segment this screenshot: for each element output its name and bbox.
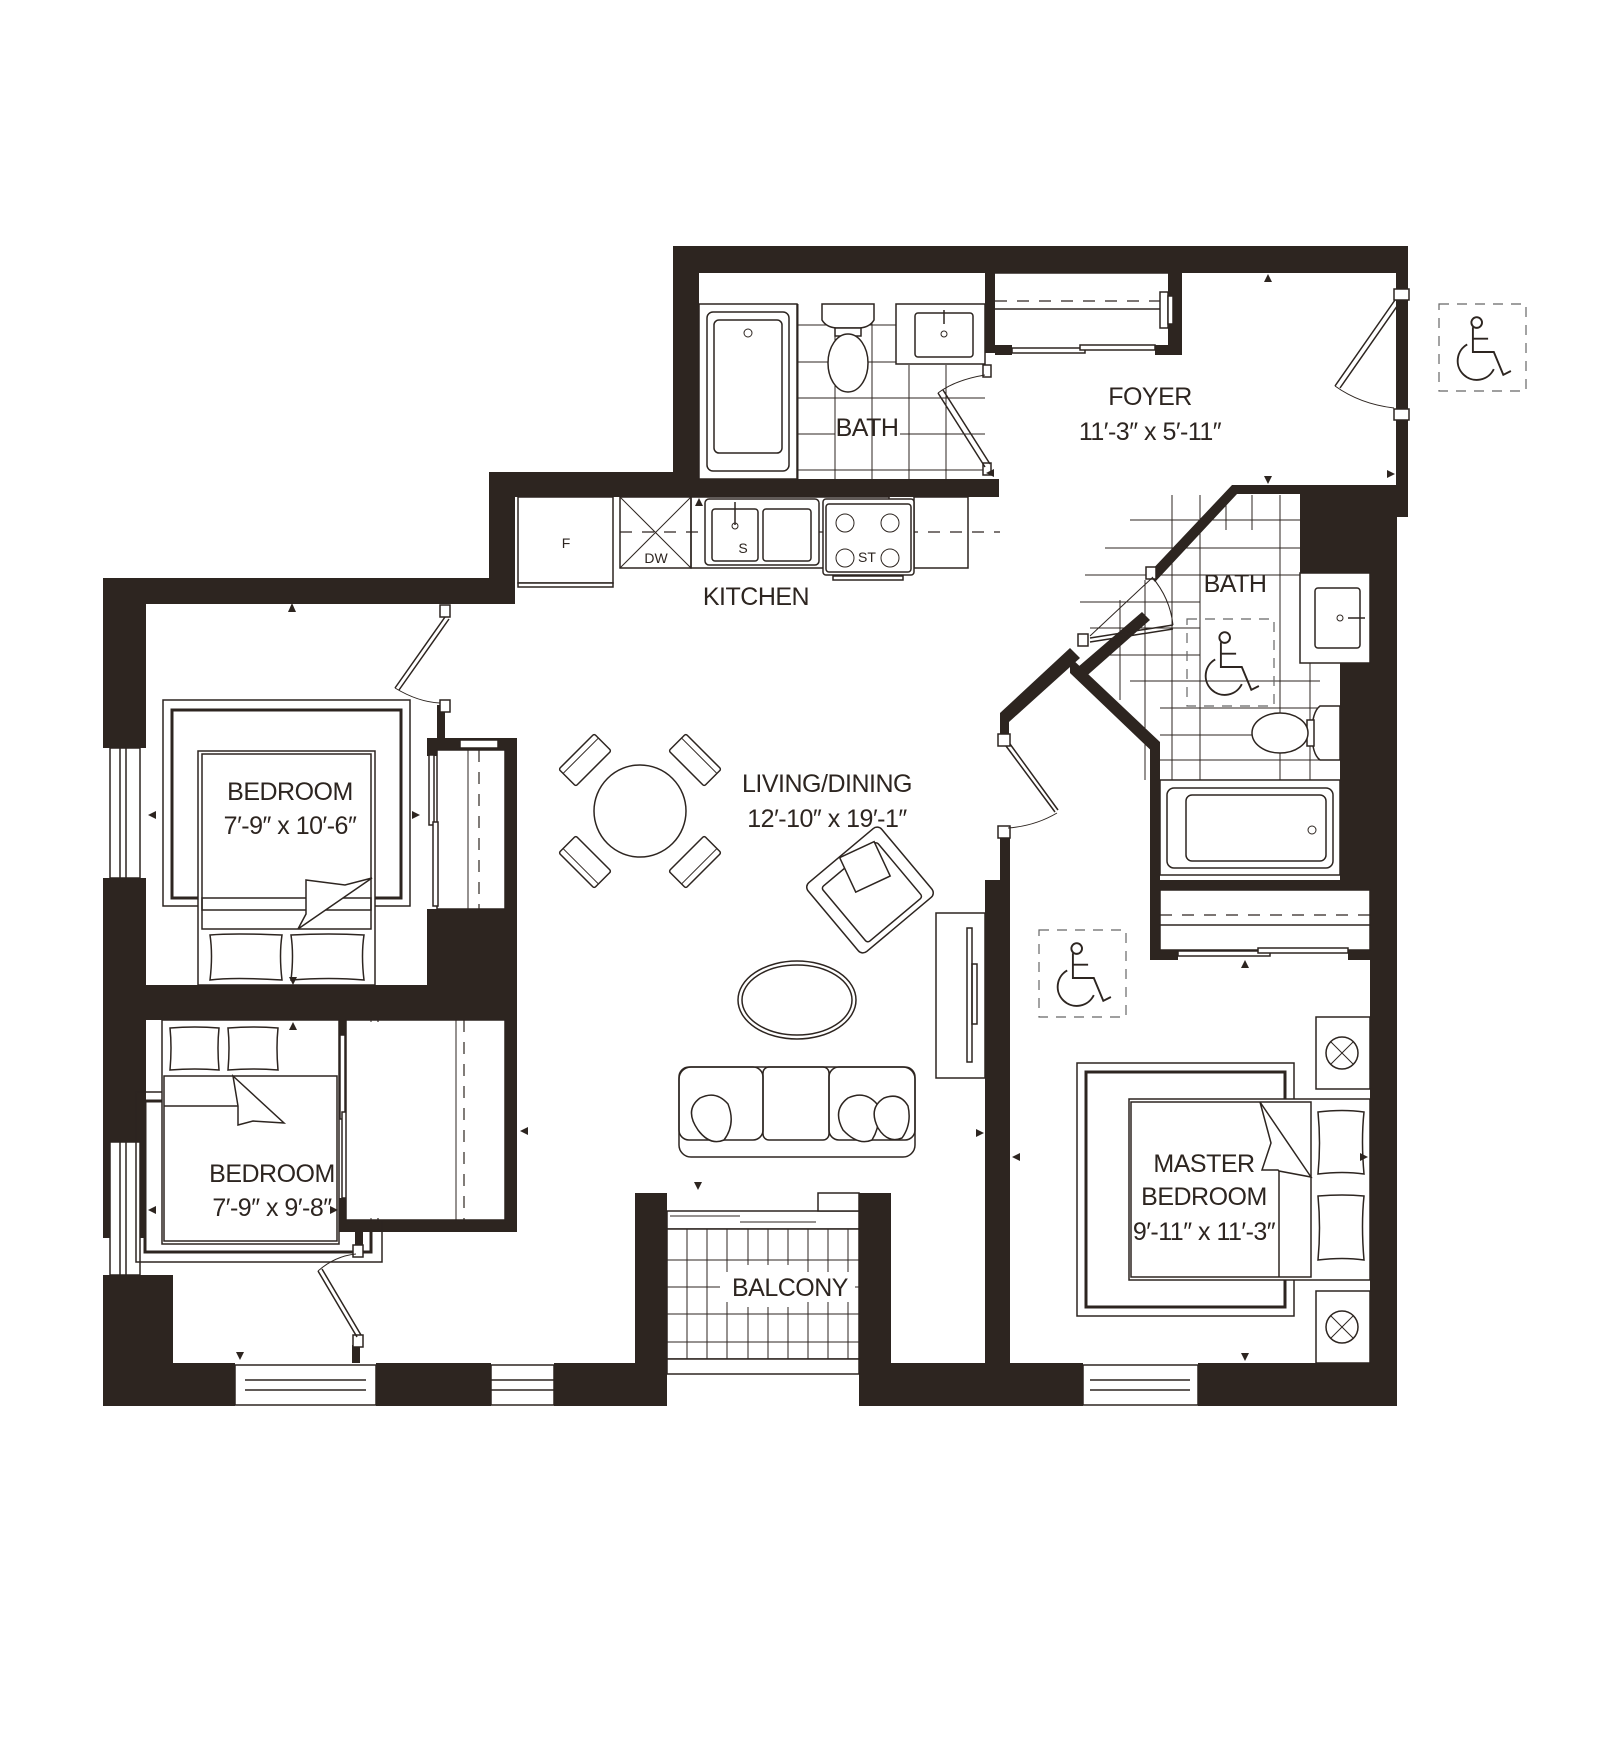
- bedroom2-closet: [339, 1019, 506, 1221]
- wheelchair-accessible-icon: [1038, 929, 1127, 1018]
- balcony-label: BALCONY: [732, 1274, 849, 1302]
- bath2-bathtub: [1159, 779, 1341, 876]
- walls: [103, 246, 1408, 1406]
- bath1-door[interactable]: [937, 364, 992, 476]
- bath2-vanity: [1299, 572, 1371, 664]
- bedroom2-label: BEDROOM: [209, 1160, 335, 1188]
- bedroom1-closet: [428, 739, 506, 910]
- kitchen-fridge: F: [517, 496, 614, 588]
- bath1-vanity: [895, 303, 986, 365]
- bath2-label: BATH: [1204, 570, 1267, 598]
- entry-door[interactable]: [1334, 288, 1410, 421]
- bedroom2-dimensions: 7′-9″ x 9′-8″: [212, 1194, 332, 1222]
- bedroom1-label: BEDROOM: [227, 778, 353, 806]
- toilet: [821, 303, 875, 393]
- master-label-line1: MASTER: [1153, 1150, 1254, 1178]
- master-bed: [1076, 1062, 1371, 1317]
- svg-text:F: F: [562, 535, 571, 551]
- master-label-line2: BEDROOM: [1141, 1183, 1267, 1211]
- bedroom1-bed: [162, 699, 411, 986]
- dining-table: [558, 733, 722, 889]
- bedroom1-door[interactable]: [394, 604, 451, 713]
- master-bedroom-door[interactable]: [997, 733, 1059, 839]
- master-closet: [1159, 889, 1371, 957]
- foyer-closet: [995, 272, 1174, 354]
- dimension-arrows: [148, 274, 1395, 1361]
- svg-text:DW: DW: [644, 550, 668, 566]
- bedroom2-bed: [135, 1019, 383, 1263]
- bath1-tiles: [797, 304, 985, 479]
- svg-text:ST: ST: [858, 549, 876, 565]
- armchair: [806, 826, 934, 954]
- bath2-toilet: [1251, 705, 1341, 761]
- master-nightstand: [1315, 1016, 1371, 1364]
- windows: [109, 747, 1199, 1406]
- coffee-table: [737, 960, 857, 1040]
- kitchen-label: KITCHEN: [703, 583, 809, 611]
- kitchen-stove: ST: [822, 498, 915, 581]
- bedroom1-dimensions: 7′-9″ x 10′-6″: [224, 812, 357, 840]
- bathtub: [698, 303, 798, 480]
- master-dimensions: 9′-11″ x 11′-3″: [1133, 1218, 1276, 1246]
- svg-text:S: S: [738, 540, 747, 556]
- sofa: [678, 1066, 916, 1158]
- living-dimensions: 12′-10″ x 19′-1″: [747, 805, 907, 833]
- tv-console: [935, 912, 986, 1079]
- foyer-dimensions: 11′-3″ x 5′-11″: [1079, 418, 1222, 446]
- living-label: LIVING/DINING: [742, 770, 912, 798]
- room-labels: FOYER 11′-3″ x 5′-11″ BATH BATH KITCHEN …: [209, 383, 1276, 1302]
- bath2-door[interactable]: [1077, 566, 1174, 647]
- foyer-label: FOYER: [1108, 383, 1192, 411]
- wheelchair-accessible-icon: [1186, 618, 1275, 707]
- wheelchair-accessible-icon: [1438, 303, 1527, 392]
- bedroom2-door[interactable]: [317, 1244, 364, 1348]
- bath1-label: BATH: [836, 414, 899, 442]
- kitchen-sink: S: [704, 498, 820, 566]
